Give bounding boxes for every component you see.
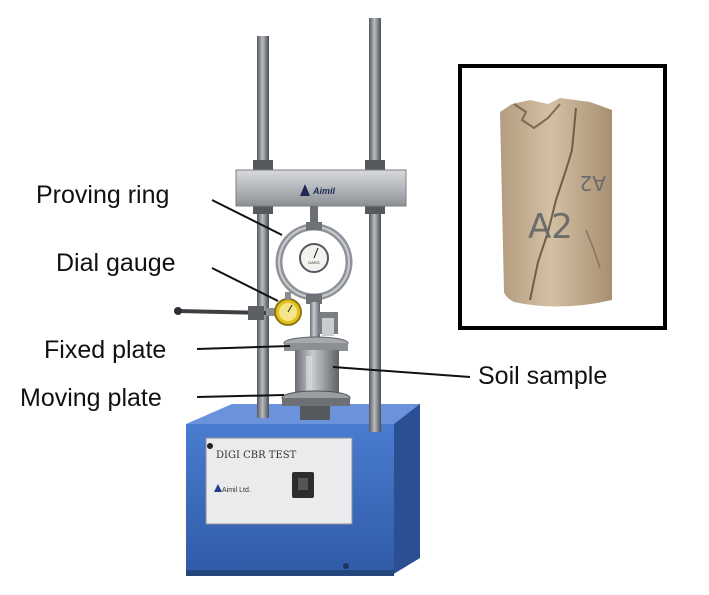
ring-dial: GARG	[299, 243, 329, 273]
label-proving-ring: Proving ring	[36, 181, 170, 209]
proving-ring: GARG	[275, 222, 353, 304]
left-column	[257, 36, 269, 418]
soil-mould	[295, 350, 339, 398]
panel-brand: Aimil Ltd.	[222, 487, 251, 494]
frame-columns	[253, 18, 385, 432]
label-soil-sample: Soil sample	[478, 362, 608, 390]
beam-logo-icon	[300, 184, 310, 196]
loading-piston	[310, 302, 338, 340]
soil-sample-inset: A2 A2	[458, 64, 667, 330]
moving-plate	[281, 390, 351, 420]
leader-moving-plate	[196, 394, 285, 398]
sample-marking-rotated: A2	[580, 171, 606, 195]
label-moving-plate: Moving plate	[20, 384, 162, 412]
right-column	[369, 18, 381, 432]
fixed-plate	[283, 336, 349, 351]
leader-fixed-plate	[196, 345, 291, 350]
dial-gauge	[174, 292, 302, 326]
panel-title: DIGI CBR TEST	[216, 450, 297, 461]
leader-proving-ring	[211, 199, 283, 236]
beam-logo-text: Aimil	[312, 186, 336, 196]
leader-soil-sample	[332, 366, 471, 378]
leader-dial-gauge	[211, 267, 279, 302]
sample-marking: A2	[528, 207, 573, 247]
brand-logo-icon	[214, 484, 222, 492]
label-dial-gauge: Dial gauge	[56, 249, 176, 277]
ring-dial-brand: GARG	[308, 260, 320, 265]
cross-beam: Aimil	[235, 169, 407, 226]
soil-sample-photo: A2 A2	[500, 98, 612, 307]
leader-lines	[196, 199, 471, 398]
label-fixed-plate: Fixed plate	[44, 336, 167, 364]
machine-base: DIGI CBR TEST Aimil Ltd.	[186, 404, 420, 576]
front-panel: DIGI CBR TEST Aimil Ltd.	[205, 437, 353, 525]
